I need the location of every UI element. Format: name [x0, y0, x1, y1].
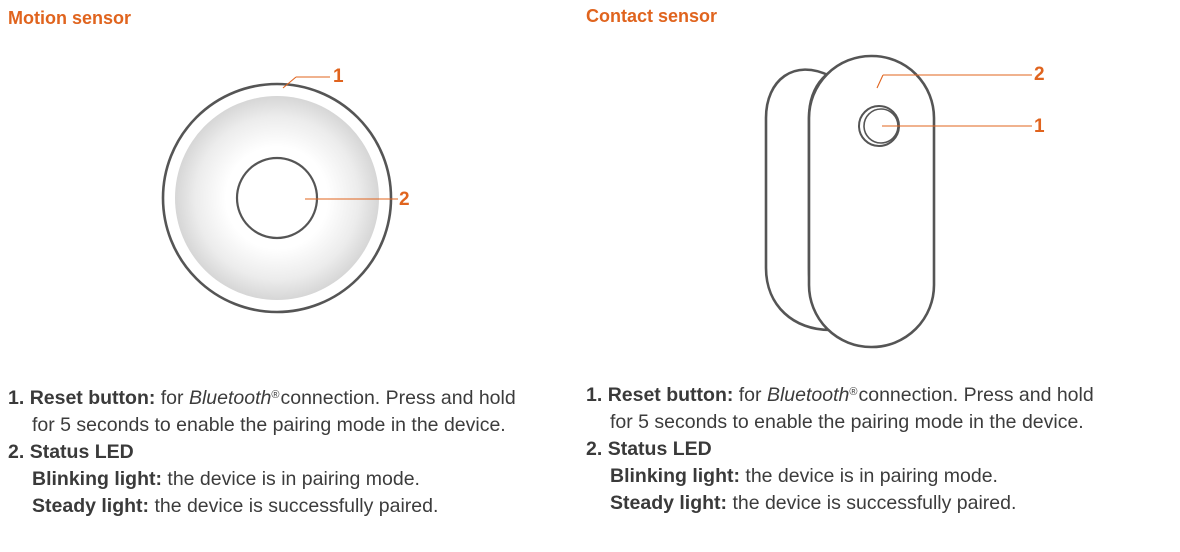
steady-light-line: Steady light: the device is successfully… [586, 490, 1094, 517]
reset-text-for: for [738, 384, 762, 406]
status-led-heading: 2. Status LED [586, 436, 1094, 463]
motion-callout-2-label: 2 [399, 189, 410, 210]
blinking-light-text: the device is in pairing mode. [745, 465, 998, 487]
contact-sensor-description: 1. Reset button: for Bluetooth®connectio… [586, 379, 1094, 517]
reset-button-line: 1. Reset button: for Bluetooth®connectio… [586, 379, 1094, 409]
reset-text-for: for [160, 387, 184, 409]
item-number: 2. [8, 441, 25, 463]
blinking-light-line: Blinking light: the device is in pairing… [8, 466, 516, 493]
contact-sensor-illustration: 2 1 [764, 54, 1045, 349]
blinking-light-label: Blinking light: [610, 465, 740, 487]
steady-light-text: the device is successfully paired. [154, 495, 439, 517]
motion-sensor-illustration: 1 2 [161, 66, 410, 314]
status-led-heading: 2. Status LED [8, 439, 516, 466]
status-led-label: Status LED [29, 441, 134, 463]
reset-button-line-2: for 5 seconds to enable the pairing mode… [32, 414, 506, 436]
reset-text-after: connection. Press and hold [280, 387, 516, 409]
status-led-label: Status LED [607, 438, 712, 460]
steady-light-label: Steady light: [32, 495, 150, 517]
contact-sensor-title: Contact sensor [586, 6, 718, 26]
contact-callout-2-line [876, 74, 884, 89]
blinking-light-line: Blinking light: the device is in pairing… [586, 463, 1094, 490]
reset-button-label: Reset button: [607, 384, 734, 406]
blinking-light-label: Blinking light: [32, 468, 162, 490]
steady-light-label: Steady light: [610, 492, 728, 514]
blinking-light-text: the device is in pairing mode. [167, 468, 420, 490]
registered-mark: ® [849, 386, 858, 398]
reset-button-line: 1. Reset button: for Bluetooth®connectio… [8, 382, 516, 412]
reset-button-label: Reset button: [29, 387, 156, 409]
contact-callout-1-label: 1 [1034, 116, 1045, 137]
registered-mark: ® [271, 389, 280, 401]
contact-callout-2-label: 2 [1034, 64, 1045, 85]
contact-sensor-panel: Contact sensor 2 1 1. Reset button: for … [580, 0, 1180, 552]
item-number: 2. [586, 438, 603, 460]
reset-button-line-2: for 5 seconds to enable the pairing mode… [610, 411, 1084, 433]
steady-light-text: the device is successfully paired. [732, 492, 1017, 514]
item-number: 1. [8, 387, 25, 409]
bluetooth-brand: Bluetooth [188, 387, 272, 409]
motion-sensor-center-button [235, 156, 319, 240]
item-number: 1. [586, 384, 603, 406]
motion-sensor-panel: Motion sensor 1 2 1. Reset button: for B… [0, 0, 580, 552]
contact-sensor-body [807, 54, 936, 349]
motion-sensor-title: Motion sensor [8, 8, 132, 28]
motion-callout-1-line [282, 76, 297, 89]
steady-light-line: Steady light: the device is successfully… [8, 493, 516, 520]
reset-text-after: connection. Press and hold [858, 384, 1094, 406]
motion-sensor-description: 1. Reset button: for Bluetooth®connectio… [8, 382, 516, 520]
motion-callout-1-label: 1 [333, 66, 344, 87]
bluetooth-brand: Bluetooth [766, 384, 850, 406]
